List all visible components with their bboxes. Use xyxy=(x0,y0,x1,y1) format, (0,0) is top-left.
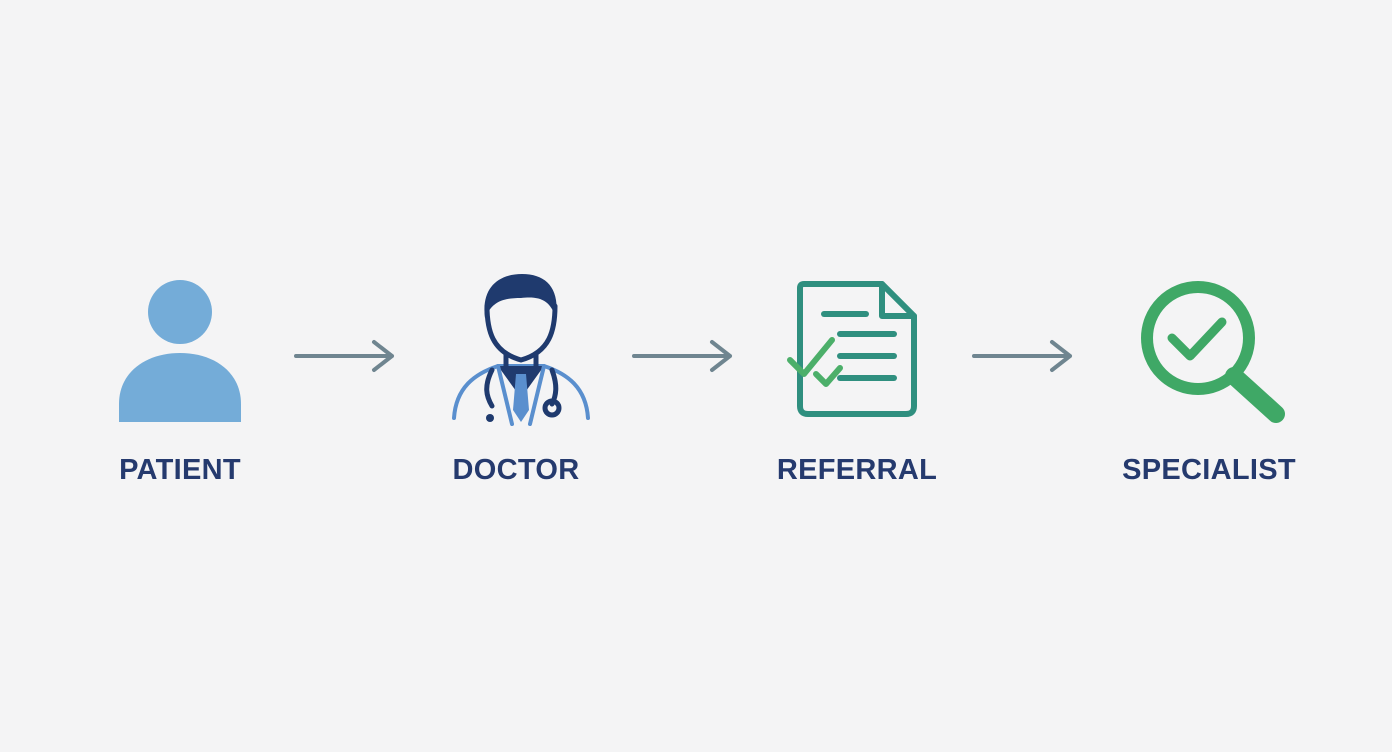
step-label-referral: REFERRAL xyxy=(776,454,938,486)
step-label-specialist: SPECIALIST xyxy=(1122,454,1296,486)
person-icon xyxy=(119,280,241,422)
step-label-doctor: DOCTOR xyxy=(452,454,580,486)
doctor-icon xyxy=(452,274,590,426)
referral-document-icon xyxy=(787,281,917,417)
arrow-right-icon xyxy=(972,340,1072,372)
arrow-right-icon xyxy=(632,340,732,372)
step-label-patient: PATIENT xyxy=(119,454,241,486)
arrow-right-icon xyxy=(294,340,394,372)
magnifier-check-icon xyxy=(1141,281,1285,423)
